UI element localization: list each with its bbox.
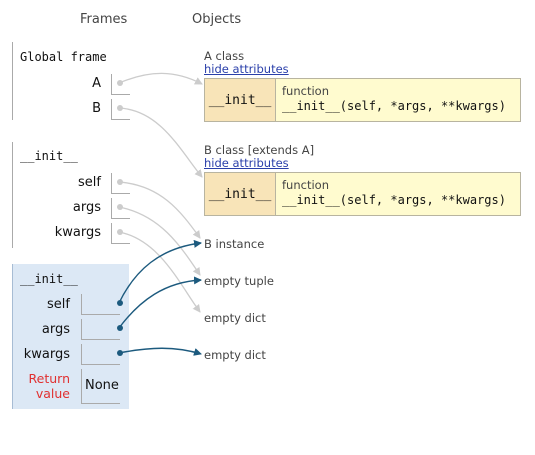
var-name-self: self [47,297,70,312]
pointer-dot-args[interactable] [117,204,123,210]
pointer-dot-self[interactable] [117,179,123,185]
frame-title: __init__ [20,272,78,286]
var-name-a: A [92,76,101,91]
frame-title: __init__ [20,149,78,163]
pointer-dot-b[interactable] [117,105,123,111]
class-b-hide-attributes-link[interactable]: hide attributes [204,156,289,170]
function-type-label: function [282,178,329,192]
var-slot-a [111,74,130,95]
class-b-attributes: __init__ function __init__(self, *args, … [204,172,521,216]
var-slot-kwargs [81,344,120,365]
empty-dict-object-2: empty dict [204,348,266,362]
var-name-self: self [78,175,101,190]
class-a-attributes: __init__ function __init__(self, *args, … [204,78,521,122]
function-type-label: function [282,84,329,98]
objects-header: Objects [192,12,242,27]
var-name-kwargs: kwargs [54,225,101,240]
arrow-args1-to-empty-tuple [118,206,201,276]
frames-header: Frames [80,12,128,27]
var-slot-args [81,319,120,340]
pointer-dot-a[interactable] [117,80,123,86]
var-name-kwargs: kwargs [23,347,70,362]
arrow-kwargs1-to-empty-dict [118,231,201,313]
var-name-b: B [92,101,101,116]
arrow-b-to-class-b [118,107,203,178]
frame-title: Global frame [20,50,107,64]
pointer-dot-args[interactable] [117,325,123,331]
arrow-args2-to-empty-tuple [118,276,202,329]
var-name-args: args [41,322,70,337]
arrow-self1-to-b-instance [118,181,201,239]
empty-dict-object-1: empty dict [204,311,266,325]
pointer-dot-kwargs[interactable] [117,229,123,235]
b-instance-object: B instance [204,237,265,251]
return-value: None [85,378,119,393]
class-b-label: B class [extends A] [204,143,315,157]
empty-tuple-object: empty tuple [204,274,274,288]
init-frame-1: __init__ self args kwargs [12,142,130,248]
pointer-dot-self[interactable] [117,300,123,306]
global-frame: Global frame A B [12,42,130,120]
class-a-hide-attributes-link[interactable]: hide attributes [204,62,289,76]
class-a-label: A class [204,49,245,63]
return-value-label: Return value [28,371,70,401]
function-signature: __init__(self, *args, **kwargs) [282,99,506,113]
attribute-key: __init__ [205,173,276,215]
attribute-key: __init__ [205,79,276,121]
arrow-a-to-class-a [118,72,203,85]
arrow-kwargs2-to-empty-dict [118,347,202,356]
init-frame-2-active: __init__ self args kwargs Return value N… [12,264,129,409]
var-name-args: args [72,200,101,215]
var-slot-self [81,294,120,315]
arrow-self2-to-b-instance [118,239,202,304]
pointer-dot-kwargs[interactable] [117,350,123,356]
function-signature: __init__(self, *args, **kwargs) [282,193,506,207]
return-value-slot [81,369,120,404]
